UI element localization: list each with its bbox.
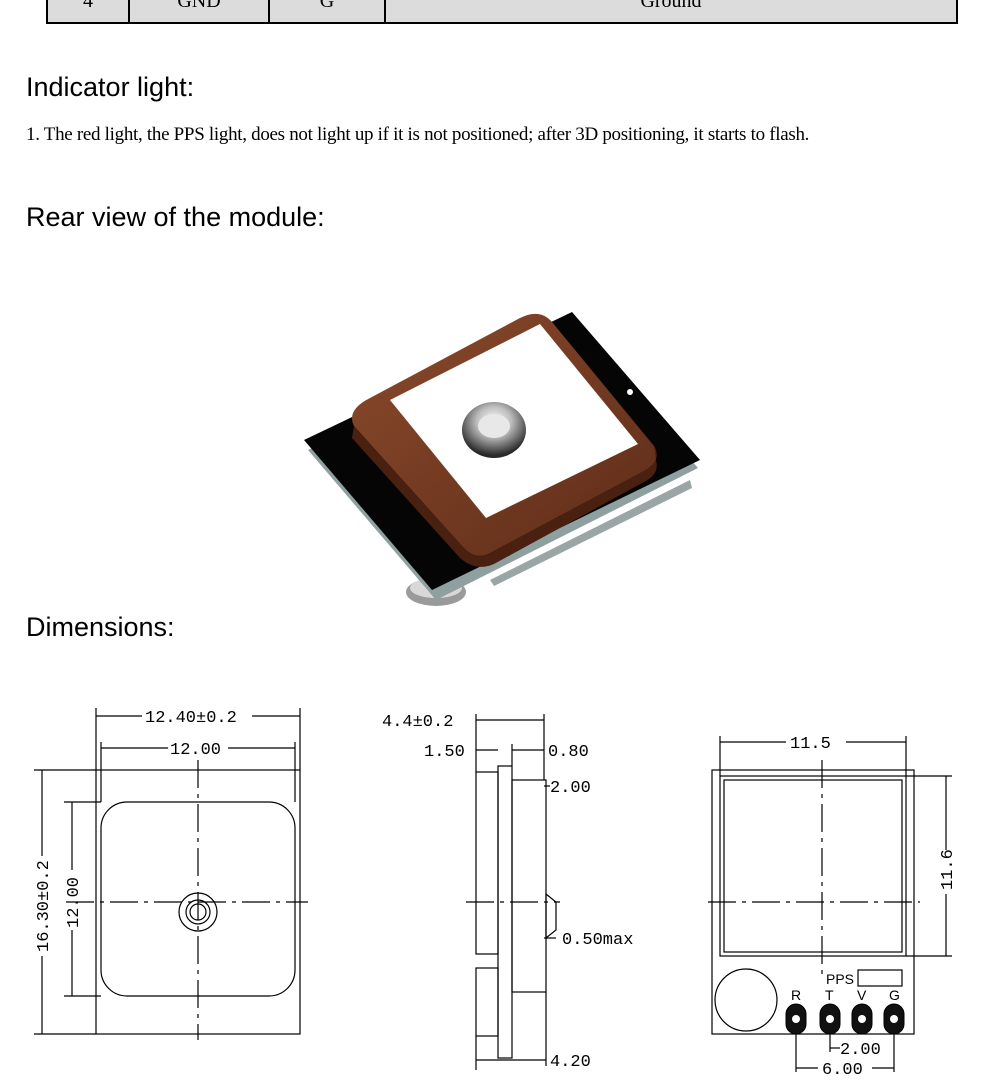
pps-label: PPS [826,971,854,987]
bottom-height: 11.6 [939,849,958,890]
side-connector: 0.50max [562,931,633,950]
top-outer-width: 12.40±0.2 [145,709,237,728]
module-image [304,312,700,606]
table-cell: GND [128,0,270,24]
indicator-heading: Indicator light: [26,72,195,102]
indicator-text: 1. The red light, the PPS light, does no… [26,124,810,145]
table-cell: Ground [384,0,958,24]
pin-label-r: R [791,987,801,1003]
top-outer-height: 16.30±0.2 [35,860,54,952]
bottom-width: 11.5 [790,735,831,754]
side-offset: 2.00 [550,779,591,798]
table-row: 4 GND G Ground [46,0,958,24]
pin-pitch: 2.00 [840,1041,881,1060]
top-inner-height: 12.00 [65,877,84,928]
pin-pads [785,1003,905,1035]
table-cell: 4 [46,0,130,24]
pin-label-v: V [857,987,867,1003]
side-total-thickness: 4.4±0.2 [382,713,453,732]
pin-span: 6.00 [822,1061,863,1080]
pin-table: 4 GND G Ground [46,0,958,24]
table-cell: G [268,0,386,24]
pin-label-t: T [825,987,834,1003]
pin-label-g: G [889,987,900,1003]
rear-view-heading: Rear view of the module: [26,202,325,232]
side-antenna-thickness: 1.50 [424,743,465,762]
side-pcb-thickness: 0.80 [548,743,589,762]
top-inner-width: 12.00 [170,741,221,760]
dimensions-heading: Dimensions: [26,612,175,642]
side-bottom: 4.20 [550,1053,591,1072]
dimension-drawing: 12.40±0.2 12.00 16.30±0.2 12.00 4.4±0.2 … [34,708,958,1080]
